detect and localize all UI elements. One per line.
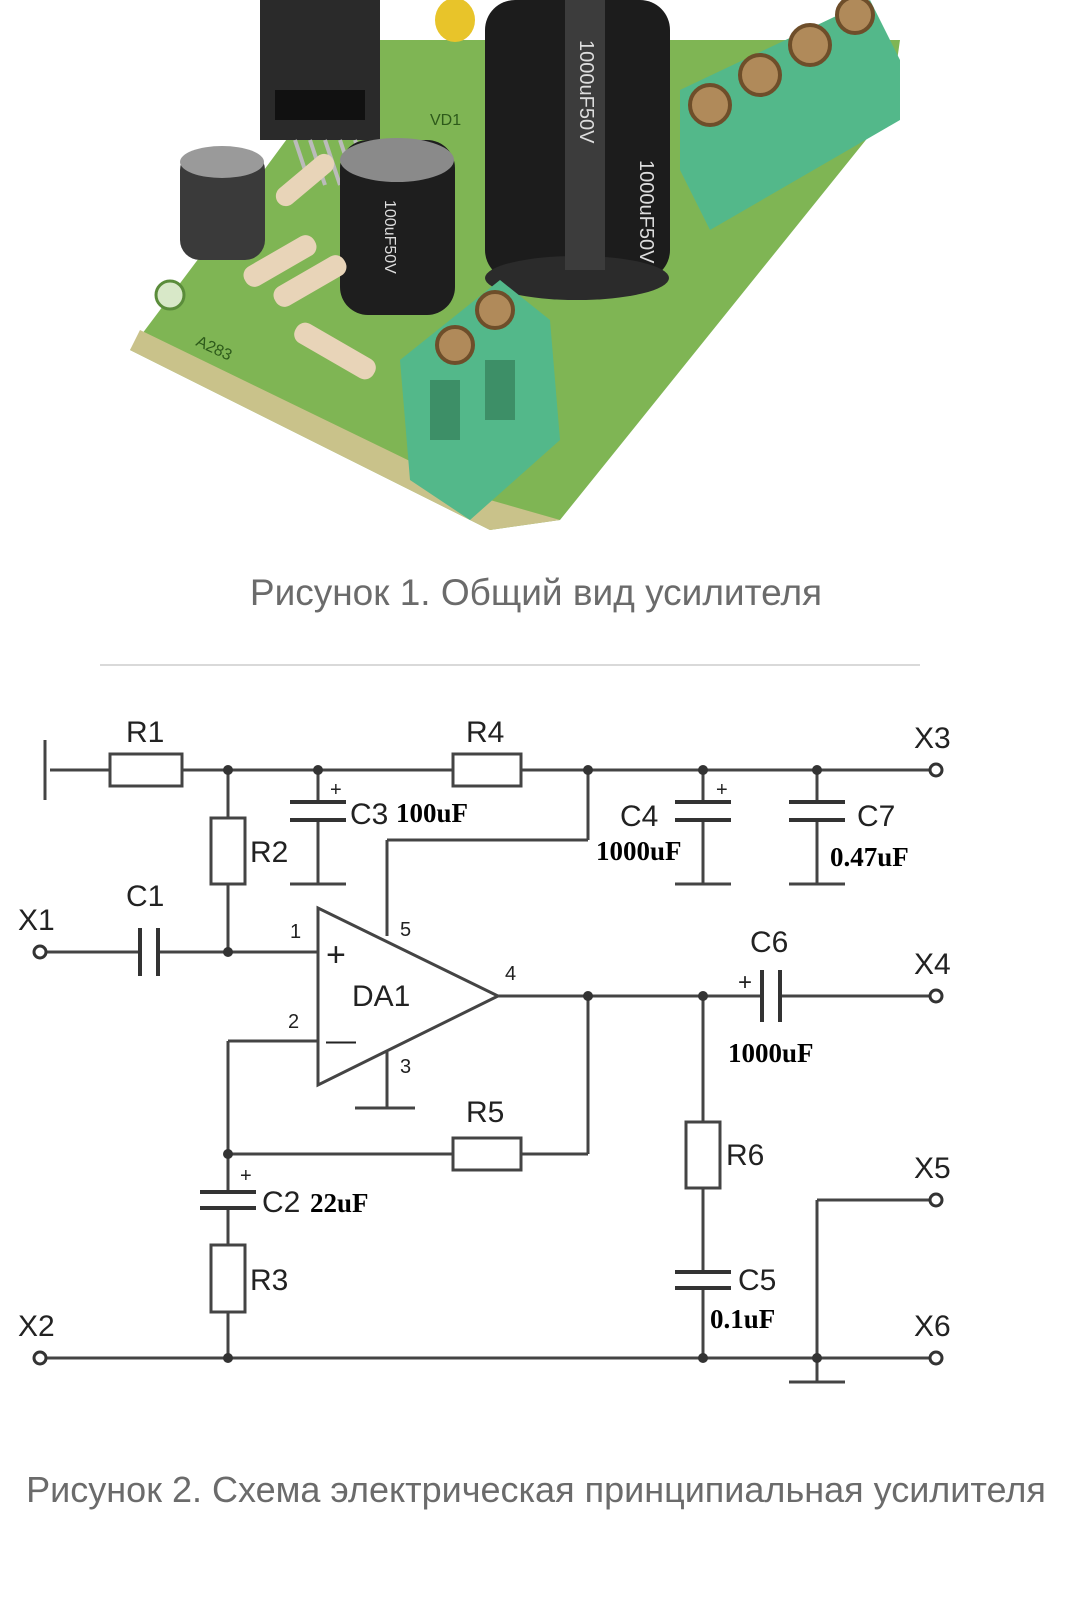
polarity-c2: + bbox=[240, 1165, 252, 1187]
terminal-x6-dot bbox=[928, 1350, 944, 1366]
label-r4: R4 bbox=[466, 716, 504, 749]
terminal-x5-dot bbox=[928, 1192, 944, 1208]
small-capacitor-left-top bbox=[180, 146, 264, 178]
value-c4: 1000uF bbox=[596, 836, 682, 866]
big-capacitor-marking-2: 1000uF50V bbox=[635, 160, 657, 264]
label-x3: X3 bbox=[914, 722, 951, 755]
terminal-block-right bbox=[680, 0, 900, 230]
polarity-c4: + bbox=[716, 779, 728, 801]
resistor-r2 bbox=[209, 816, 247, 886]
resistor-r4 bbox=[451, 752, 523, 788]
terminal-x3-dot bbox=[928, 762, 944, 778]
small-capacitor-left bbox=[180, 150, 265, 260]
resistor-r1 bbox=[108, 752, 184, 788]
opamp-pin-5: 5 bbox=[400, 919, 411, 941]
junction-dots bbox=[223, 765, 822, 1363]
film-capacitor bbox=[435, 0, 475, 42]
figure-1-caption: Рисунок 1. Общий вид усилителя bbox=[249, 572, 823, 613]
resistors bbox=[243, 153, 376, 380]
label-x4: X4 bbox=[914, 948, 951, 981]
opamp-pin-1: 1 bbox=[290, 921, 301, 943]
medium-capacitor-top bbox=[340, 138, 454, 182]
divider bbox=[100, 664, 920, 666]
label-x5: X5 bbox=[914, 1152, 951, 1185]
label-r2: R2 bbox=[250, 836, 288, 869]
resistor-bodies bbox=[108, 752, 722, 1314]
big-capacitor-base bbox=[485, 256, 669, 300]
opamp-minus: — bbox=[326, 1024, 356, 1057]
opamp-pin-3: 3 bbox=[400, 1056, 411, 1078]
label-x2: X2 bbox=[18, 1310, 55, 1343]
opamp-pin-2: 2 bbox=[288, 1011, 299, 1033]
resistor-r5 bbox=[451, 1136, 523, 1172]
label-x6: X6 bbox=[914, 1310, 951, 1343]
terminal-block-bottom bbox=[400, 280, 560, 520]
opamp-triangle bbox=[316, 905, 502, 1088]
amplifier-schematic: R1 R4 R2 R5 R3 R6 C1 C3 100uF C4 1000uF … bbox=[18, 716, 951, 1384]
label-c4: C4 bbox=[620, 800, 658, 833]
label-r5: R5 bbox=[466, 1096, 504, 1129]
value-c3: 100uF bbox=[396, 798, 468, 828]
pcb-marking-vd1: VD1 bbox=[430, 112, 461, 129]
value-c7: 0.47uF bbox=[830, 842, 909, 872]
label-c3: C3 bbox=[350, 798, 388, 831]
terminal-x4-dot bbox=[928, 988, 944, 1004]
big-capacitor-marking: 1000uF50V bbox=[575, 40, 597, 144]
label-c7: C7 bbox=[857, 800, 895, 833]
pcb-edge bbox=[130, 330, 560, 530]
label-c6: C6 bbox=[750, 926, 788, 959]
capacitor-stripe bbox=[565, 0, 605, 270]
label-r3: R3 bbox=[250, 1264, 288, 1297]
label-x1: X1 bbox=[18, 904, 55, 937]
mounting-hole bbox=[154, 279, 186, 311]
opamp-plus: + bbox=[326, 936, 346, 974]
figure-2-caption: Рисунок 2. Схема электрическая принципиа… bbox=[26, 1469, 1046, 1510]
value-c2: 22uF bbox=[310, 1188, 369, 1218]
opamp-pin-4: 4 bbox=[505, 963, 516, 985]
resistor-r6 bbox=[684, 1120, 722, 1190]
medium-capacitor bbox=[340, 140, 455, 315]
value-c5: 0.1uF bbox=[710, 1304, 775, 1334]
medium-capacitor-marking: 100uF50V bbox=[381, 200, 398, 274]
capacitor-plates bbox=[138, 800, 845, 1290]
value-c6: 1000uF bbox=[728, 1038, 814, 1068]
label-r6: R6 bbox=[726, 1139, 764, 1172]
amplifier-board-photo: A283 VD1 1000uF50V 1000uF50V 100uF50V bbox=[130, 0, 900, 530]
ic-tab bbox=[275, 90, 365, 120]
polarity-c6: + bbox=[738, 969, 752, 996]
resistor-r3 bbox=[209, 1243, 247, 1314]
label-c5: C5 bbox=[738, 1264, 776, 1297]
terminal-x1-dot bbox=[32, 944, 48, 960]
polarity-c3: + bbox=[330, 779, 342, 801]
label-c2: C2 bbox=[262, 1186, 300, 1219]
label-c1: C1 bbox=[126, 880, 164, 913]
opamp-label: DA1 bbox=[352, 980, 410, 1013]
label-r1: R1 bbox=[126, 716, 164, 749]
terminal-x2-dot bbox=[32, 1350, 48, 1366]
terminal-circles bbox=[32, 762, 944, 1366]
